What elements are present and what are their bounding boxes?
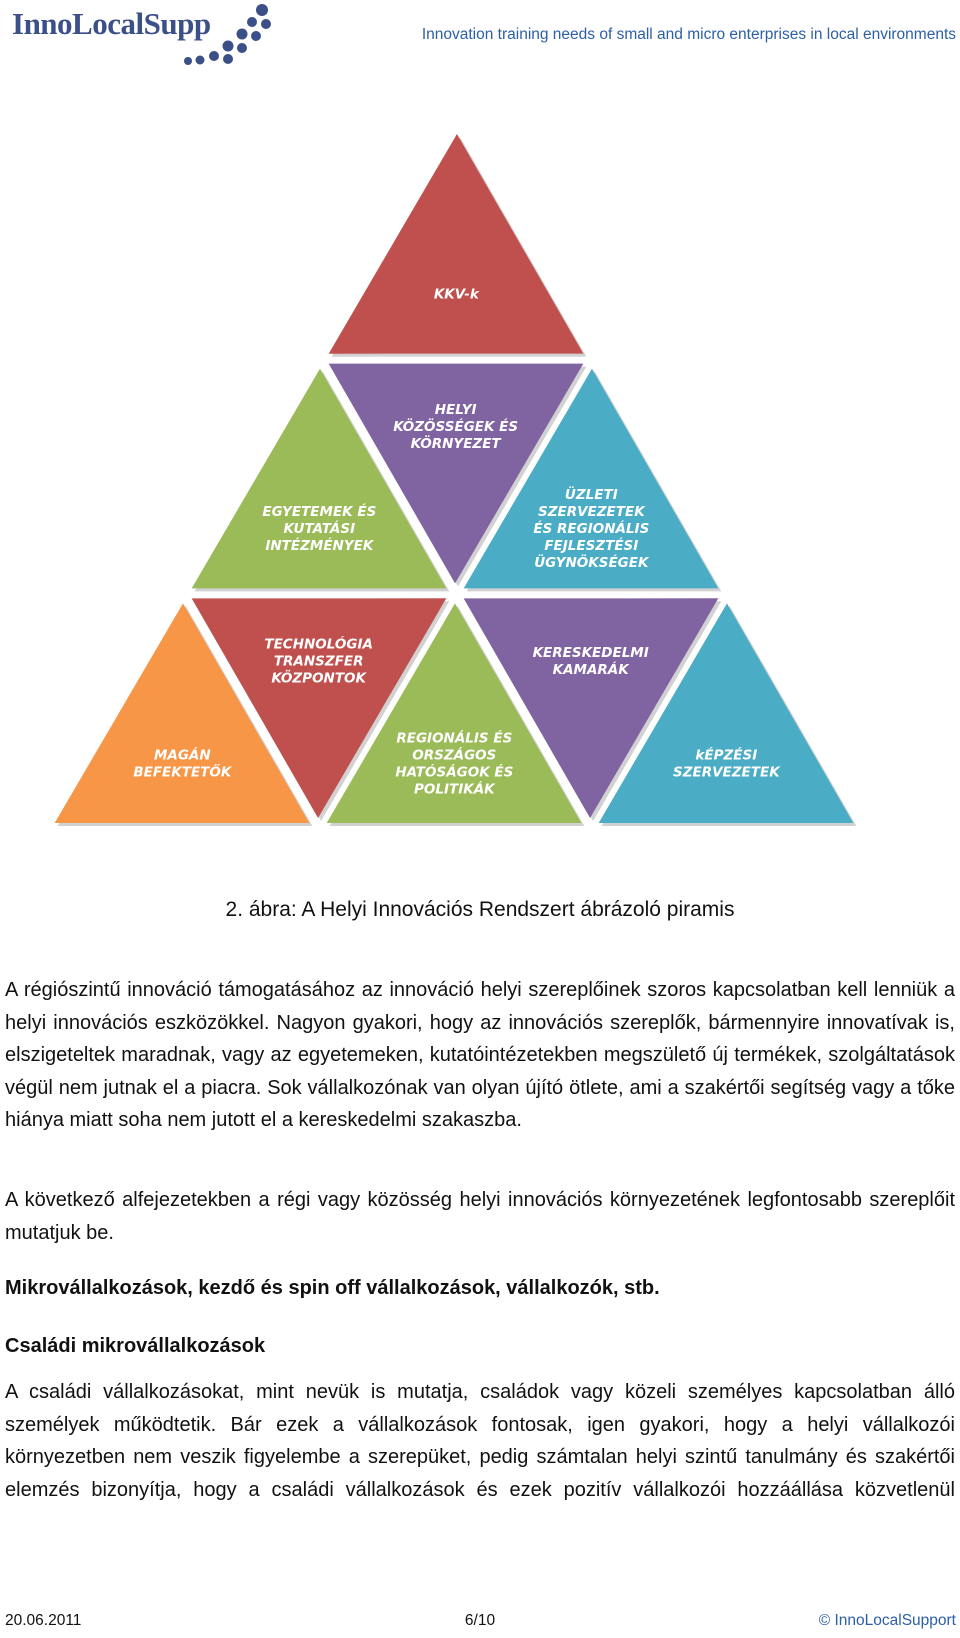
pyramid-tile-label-line: INTÉZMÉNYEK — [265, 537, 374, 554]
paragraph-2-text: A következő alfejezetekben a régi vagy k… — [5, 1189, 955, 1244]
pyramid-tile-label-line: ÉS REGIONÁLIS — [533, 520, 649, 537]
pyramid-tile-label-line: POLITIKÁK — [414, 780, 496, 797]
pyramid-tile-label-line: kÉPZÉSI — [695, 746, 757, 763]
pyramid-tile-label-line: KÖZÖSSÉGEK ÉS — [393, 417, 518, 435]
footer-date: 20.06.2011 — [5, 1612, 82, 1629]
innolocalsupport-logo: InnoLocalSupp — [12, 4, 272, 66]
pyramid-tile-label-line: HELYI — [435, 402, 477, 418]
pyramid-tile-label: KKV-k — [434, 286, 480, 302]
paragraph-1-text: A régiószintű innováció támogatásához az… — [5, 979, 955, 1131]
pyramid-tile-label-line: KKV-k — [434, 286, 480, 302]
pyramid-tile-label-line: KAMARÁK — [553, 661, 631, 678]
paragraph-3-text: A családi vállalkozásokat, mint nevük is… — [5, 1381, 955, 1501]
pyramid-tile-label-line: KÖRNYEZET — [411, 434, 503, 452]
subsection-heading: Családi mikrovállalkozások — [5, 1335, 266, 1357]
pyramid-tile — [463, 368, 719, 589]
pyramid-tile — [463, 598, 719, 819]
pyramid-tile — [191, 368, 447, 589]
paragraph-2: A következő alfejezetekben a régi vagy k… — [5, 1184, 955, 1249]
pyramid-tile-label-line: SZERVEZETEK — [673, 764, 781, 780]
logo-dots-icon — [184, 4, 271, 65]
pyramid-tile-label-line: KUTATÁSI — [284, 520, 356, 537]
pyramid-tile — [191, 598, 447, 819]
pyramid-tile — [54, 603, 310, 824]
pyramid-tile-label-line: KÖZPONTOK — [271, 669, 367, 687]
pyramid-tile — [328, 363, 584, 584]
pyramid-tile-label-line: HATÓSÁGOK ÉS — [395, 762, 513, 780]
paragraph-3: A családi vállalkozásokat, mint nevük is… — [5, 1376, 955, 1506]
page-header: InnoLocalSupp Innovation training needs … — [0, 0, 960, 80]
pyramid-tile — [598, 603, 854, 824]
figure-caption: 2. ábra: A Helyi Innovációs Rendszert áb… — [225, 898, 735, 921]
pyramid-tile-label-line: MAGÁN — [154, 746, 211, 763]
pyramid-tile-label-line: SZERVEZETEK — [538, 504, 646, 520]
pyramid-tile-label-line: ÜGYNÖKSÉGEK — [534, 553, 650, 571]
pyramid-tile-label-line: KERESKEDELMI — [533, 645, 649, 661]
pyramid-tile-label-line: FEJLESZTÉSI — [544, 537, 638, 554]
document-title: Innovation training needs of small and m… — [421, 26, 956, 43]
pyramid-tile — [328, 133, 584, 354]
pyramid-tile-label-line: TECHNOLÓGIA — [264, 635, 373, 653]
paragraph-1: A régiószintű innováció támogatásához az… — [5, 974, 955, 1137]
pyramid-tile-label-line: EGYETEMEK ÉS — [262, 503, 376, 520]
page-footer: 20.06.2011 6/10 © InnoLocalSupport — [0, 1612, 960, 1636]
logo-text: InnoLocalSupp — [12, 6, 211, 41]
pyramid-tile-label-line: ÜZLETI — [565, 485, 618, 503]
footer-copyright: © InnoLocalSupport — [818, 1612, 956, 1629]
footer-page-number: 6/10 — [464, 1612, 496, 1629]
pyramid-tile-label-line: TRANSZFER — [274, 654, 364, 670]
pyramid-tile-label-line: REGIONÁLIS ÉS — [396, 729, 512, 746]
pyramid-tile-label-line: ORSZÁGOS — [412, 746, 496, 763]
pyramid-tile — [326, 603, 582, 824]
section-heading: Mikrovállalkozások, kezdő és spin off vá… — [5, 1277, 660, 1299]
pyramid-tile-label-line: BEFEKTETŐK — [133, 762, 233, 780]
